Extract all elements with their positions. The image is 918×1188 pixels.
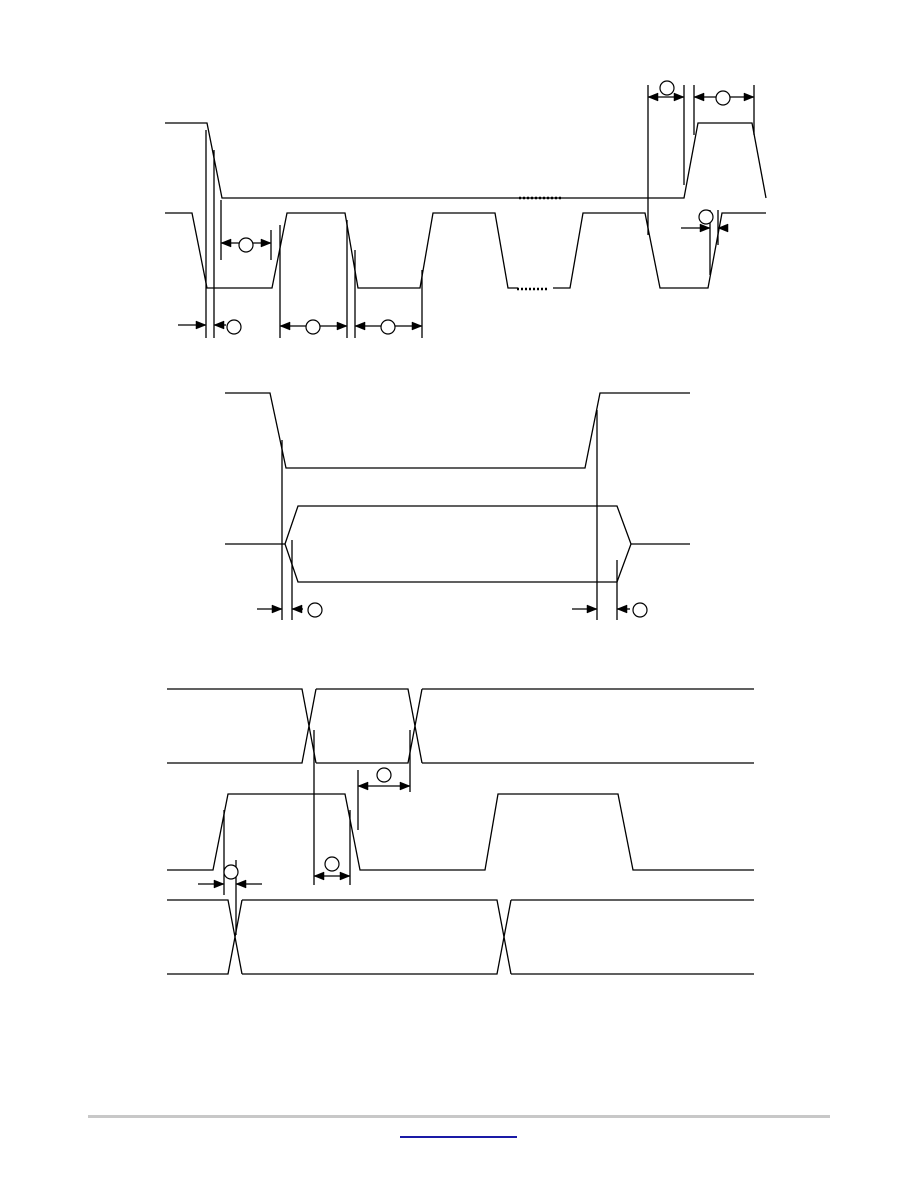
timing-marker <box>380 319 396 335</box>
lower-clock-waveform <box>165 212 518 289</box>
timing-marker <box>238 237 254 253</box>
arrow-right <box>336 321 348 331</box>
arrow-right <box>271 604 283 614</box>
timing-marker <box>632 602 648 618</box>
arrow-left <box>213 320 225 330</box>
clock-waveform <box>167 793 754 871</box>
diagram-2 <box>225 392 690 620</box>
footer-divider <box>88 1115 830 1118</box>
timing-marker <box>226 319 242 335</box>
arrow-left <box>220 238 232 248</box>
timing-marker <box>223 864 239 880</box>
arrow-left <box>291 604 303 614</box>
timing-marker <box>305 319 321 335</box>
footer-link[interactable] <box>400 1124 517 1138</box>
arrow-left <box>279 321 291 331</box>
timing-marker <box>715 90 731 106</box>
timing-marker <box>307 602 323 618</box>
arrow-right <box>213 879 225 889</box>
input-bus-waveform-bottom <box>167 688 317 764</box>
timing-marker <box>324 856 340 872</box>
arrow-left <box>693 92 705 102</box>
arrow-left <box>354 321 366 331</box>
input-bus-waveform-bottom <box>316 688 423 764</box>
data-bus-valid-window <box>284 505 632 583</box>
diagram-1 <box>165 80 767 338</box>
arrow-right <box>743 92 755 102</box>
input-bus-waveform-top <box>316 688 423 764</box>
arrow-right <box>195 320 207 330</box>
arrow-right <box>260 238 272 248</box>
arrow-right <box>411 321 423 331</box>
arrow-right <box>699 223 711 233</box>
arrow-right <box>586 604 598 614</box>
arrow-right <box>673 92 685 102</box>
enable-waveform <box>225 392 690 469</box>
output-bus-waveform-bottom <box>167 899 243 975</box>
upper-signal-waveform <box>165 122 767 199</box>
arrow-right <box>399 781 411 791</box>
lower-clock-waveform-continued <box>553 212 766 289</box>
output-bus-waveform-top <box>242 899 512 975</box>
output-bus-waveform-bottom <box>242 899 512 975</box>
arrow-left <box>357 781 369 791</box>
arrow-left <box>647 92 659 102</box>
timing-marker <box>659 80 675 96</box>
timing-marker <box>376 767 392 783</box>
arrow-left <box>616 604 628 614</box>
timing-marker <box>698 209 714 225</box>
diagram-3 <box>167 688 754 975</box>
arrow-left <box>313 871 325 881</box>
input-bus-waveform-top <box>167 688 317 764</box>
arrow-left <box>235 879 247 889</box>
arrow-left <box>717 223 729 233</box>
output-bus-waveform-top <box>167 899 243 975</box>
arrow-right <box>339 871 351 881</box>
